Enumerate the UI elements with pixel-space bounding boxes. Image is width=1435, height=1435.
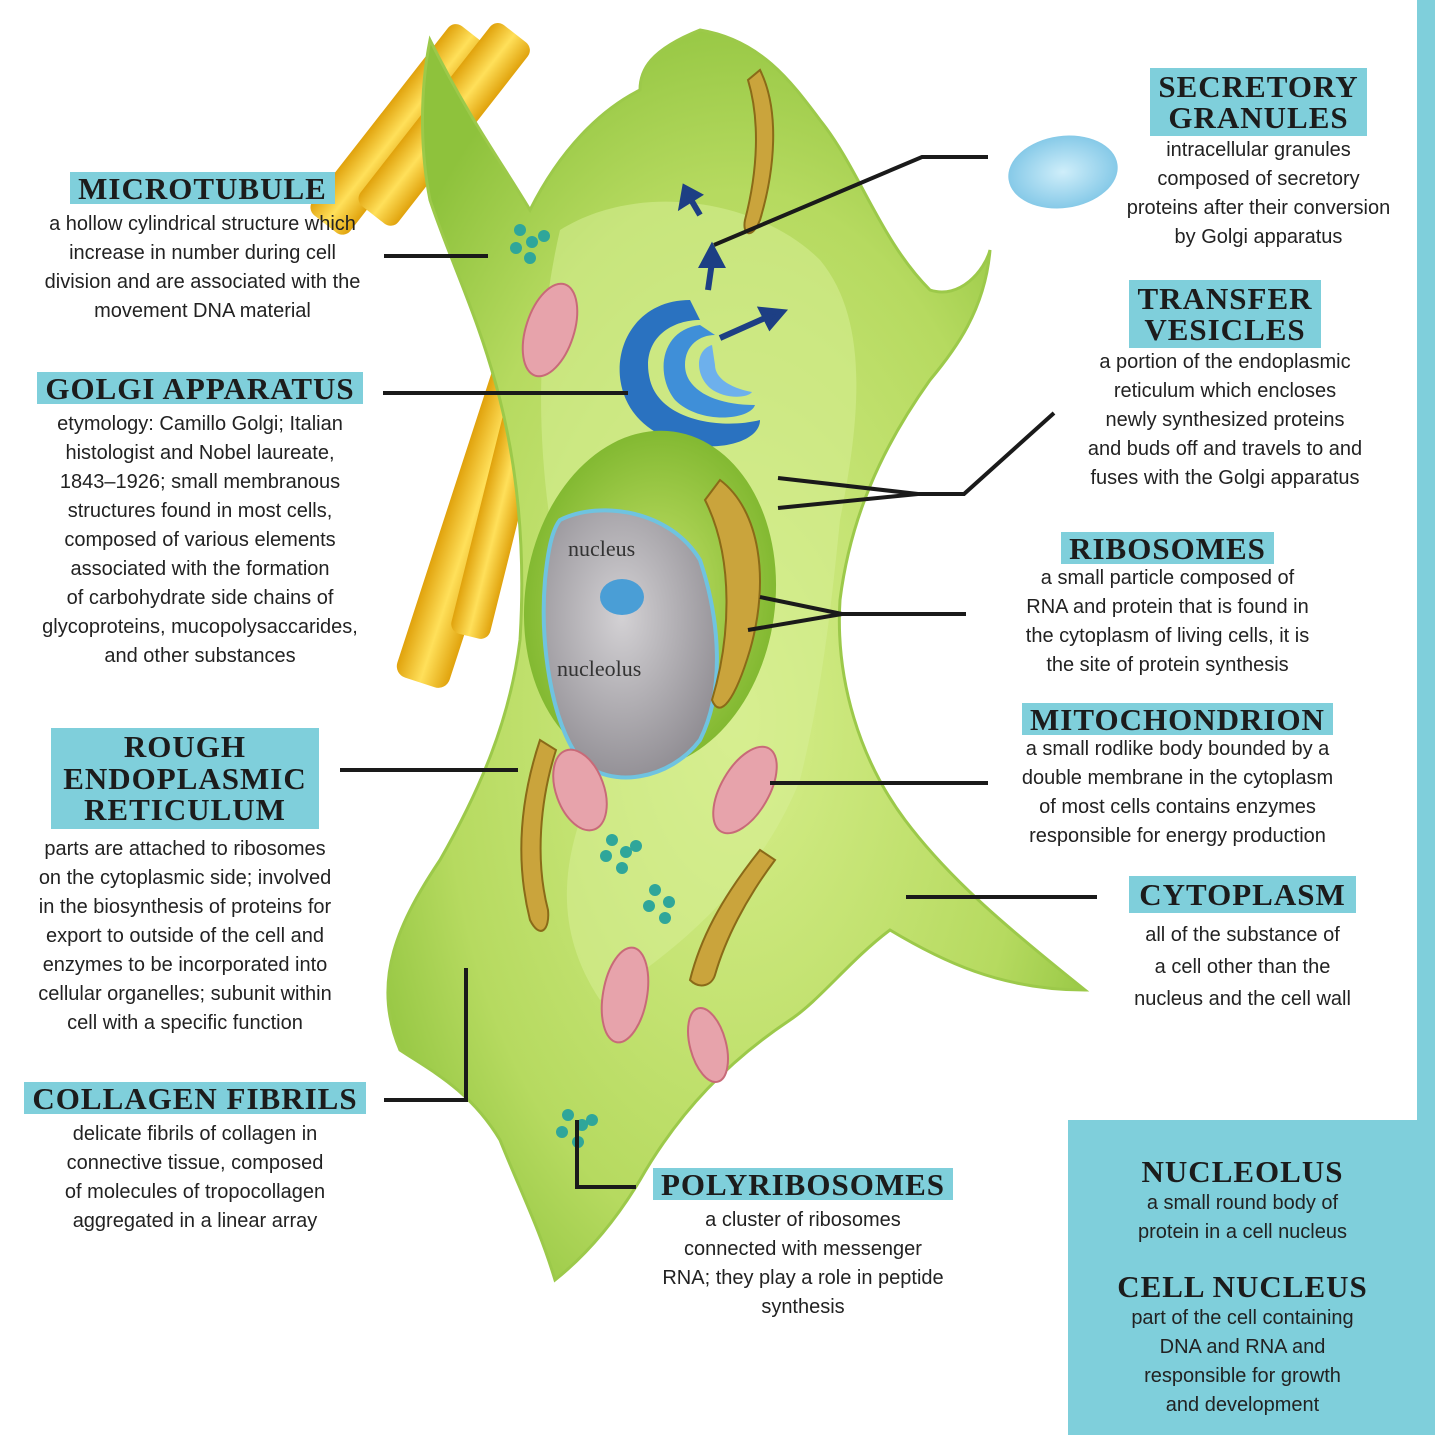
leader-transfer-a — [778, 478, 918, 494]
label-cytoplasm: CYTOPLASM all of the substance of a cell… — [1105, 876, 1380, 1015]
desc-rough-er: parts are attached to ribosomes on the c… — [0, 835, 370, 1038]
inner-label-nucleolus: nucleolus — [557, 656, 641, 682]
desc-polyribosomes: a cluster of ribosomes connected with me… — [600, 1206, 1006, 1322]
label-cell-nucleus: CELL NUCLEUS part of the cell containing… — [1068, 1271, 1417, 1420]
desc-nucleolus: a small round body of protein in a cell … — [1068, 1189, 1417, 1247]
leader-transfer-b — [778, 494, 918, 508]
label-ribosomes: RIBOSOMES a small particle composed of R… — [985, 532, 1350, 680]
leader-ribosomes-a — [760, 597, 842, 614]
heading-transfer: TRANSFER VESICLES — [1129, 280, 1320, 348]
heading-ribosomes: RIBOSOMES — [1061, 532, 1274, 564]
desc-secretory: intracellular granules composed of secre… — [1100, 136, 1417, 252]
info-panel: NUCLEOLUS a small round body of protein … — [1068, 1120, 1417, 1435]
label-transfer: TRANSFER VESICLES a portion of the endop… — [1040, 280, 1410, 493]
heading-polyribosomes: POLYRIBOSOMES — [653, 1168, 953, 1200]
heading-golgi: GOLGI APPARATUS — [37, 372, 362, 404]
right-accent-bar — [1417, 0, 1435, 1435]
leader-secretory — [714, 157, 988, 245]
heading-cell-nucleus: CELL NUCLEUS — [1117, 1271, 1368, 1302]
desc-mitochondrion: a small rodlike body bounded by a double… — [990, 735, 1365, 851]
heading-rough-er: ROUGH ENDOPLASMIC RETICULUM — [51, 728, 319, 829]
label-polyribosomes: POLYRIBOSOMES a cluster of ribosomes con… — [600, 1168, 1006, 1322]
leader-transfer — [918, 413, 1054, 494]
label-nucleolus: NUCLEOLUS a small round body of protein … — [1068, 1156, 1417, 1247]
heading-microtubule: MICROTUBULE — [70, 172, 335, 204]
heading-cytoplasm: CYTOPLASM — [1129, 876, 1356, 913]
inner-label-nucleus: nucleus — [568, 536, 635, 562]
desc-cell-nucleus: part of the cell containing DNA and RNA … — [1068, 1304, 1417, 1420]
leader-collagen — [384, 968, 466, 1100]
label-rough-er: ROUGH ENDOPLASMIC RETICULUM parts are at… — [0, 728, 370, 1038]
leader-ribosomes-b — [748, 614, 842, 630]
desc-cytoplasm: all of the substance of a cell other tha… — [1105, 919, 1380, 1015]
desc-golgi: etymology: Camillo Golgi; Italian histol… — [0, 410, 400, 671]
desc-collagen: delicate fibrils of collagen in connecti… — [0, 1120, 390, 1236]
label-secretory: SECRETORY GRANULES intracellular granule… — [1100, 68, 1417, 252]
label-mitochondrion: MITOCHONDRION a small rodlike body bound… — [990, 703, 1365, 851]
heading-collagen: COLLAGEN FIBRILS — [24, 1082, 365, 1114]
heading-nucleolus: NUCLEOLUS — [1142, 1156, 1344, 1187]
label-collagen: COLLAGEN FIBRILS delicate fibrils of col… — [0, 1082, 390, 1236]
heading-secretory: SECRETORY GRANULES — [1150, 68, 1366, 136]
desc-transfer: a portion of the endoplasmic reticulum w… — [1040, 348, 1410, 493]
desc-ribosomes: a small particle composed of RNA and pro… — [985, 564, 1350, 680]
heading-mitochondrion: MITOCHONDRION — [1022, 703, 1333, 735]
label-microtubule: MICROTUBULE a hollow cylindrical structu… — [0, 172, 405, 326]
label-golgi: GOLGI APPARATUS etymology: Camillo Golgi… — [0, 372, 400, 671]
desc-microtubule: a hollow cylindrical structure which inc… — [0, 210, 405, 326]
